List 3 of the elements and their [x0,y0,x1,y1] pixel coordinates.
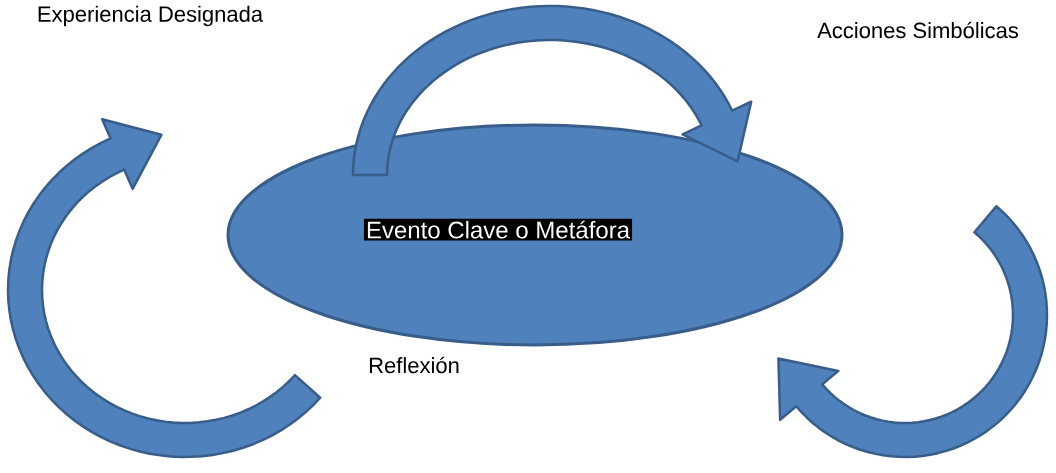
text-label: Acciones Simbólicas [817,21,1019,39]
text-label: Experiencia Designada [38,5,264,27]
text-label: Reflexión [369,356,459,374]
